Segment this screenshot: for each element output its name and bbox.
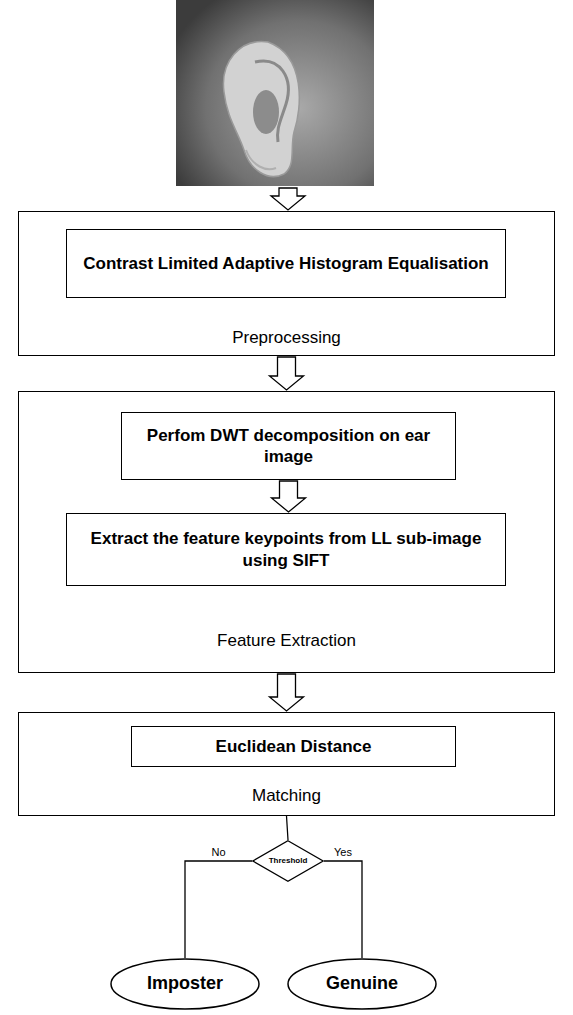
process-box: Perfom DWT decomposition on ear image	[121, 412, 456, 480]
ear-helix	[223, 42, 299, 177]
box-label: Euclidean Distance	[216, 736, 372, 757]
box-label: Contrast Limited Adaptive Histogram Equa…	[83, 253, 489, 274]
stage-panel: Contrast Limited Adaptive Histogram Equa…	[18, 211, 555, 356]
ellipse-shape	[288, 959, 436, 1009]
ellipse-shape	[111, 959, 259, 1009]
ear-lobe	[246, 150, 276, 169]
stage-heading: Preprocessing	[19, 328, 554, 348]
photo-ground	[176, 0, 374, 186]
stage-panel: Euclidean DistanceMatching	[18, 712, 555, 816]
connector-line	[324, 861, 362, 958]
block-arrow	[272, 481, 306, 512]
box-label: Imposter	[147, 973, 223, 995]
connector-line	[287, 816, 289, 840]
edge-label: No	[210, 846, 228, 859]
block-arrow	[271, 188, 305, 210]
edge-label: Yes	[332, 846, 354, 859]
block-arrow	[270, 357, 304, 390]
terminal-ellipse: Imposter	[110, 958, 260, 1010]
stage-panel: Perfom DWT decomposition on ear imageExt…	[18, 391, 555, 673]
stage-heading: Matching	[19, 786, 554, 806]
box-label: Perfom DWT decomposition on ear image	[134, 425, 443, 468]
process-box: Euclidean Distance	[131, 726, 456, 767]
terminal-ellipse: Genuine	[287, 958, 437, 1010]
diamond-shape	[253, 841, 323, 882]
connector-line	[185, 861, 252, 958]
process-box: Contrast Limited Adaptive Histogram Equa…	[66, 229, 506, 298]
decision-diamond: Threshold	[252, 840, 324, 882]
block-arrow	[270, 674, 304, 711]
ear-concha	[253, 90, 279, 134]
box-label: Threshold	[269, 857, 308, 866]
stage-heading: Feature Extraction	[19, 631, 554, 651]
process-box: Extract the feature keypoints from LL su…	[66, 513, 506, 586]
box-label: Extract the feature keypoints from LL su…	[79, 528, 493, 571]
box-label: Genuine	[326, 973, 398, 995]
